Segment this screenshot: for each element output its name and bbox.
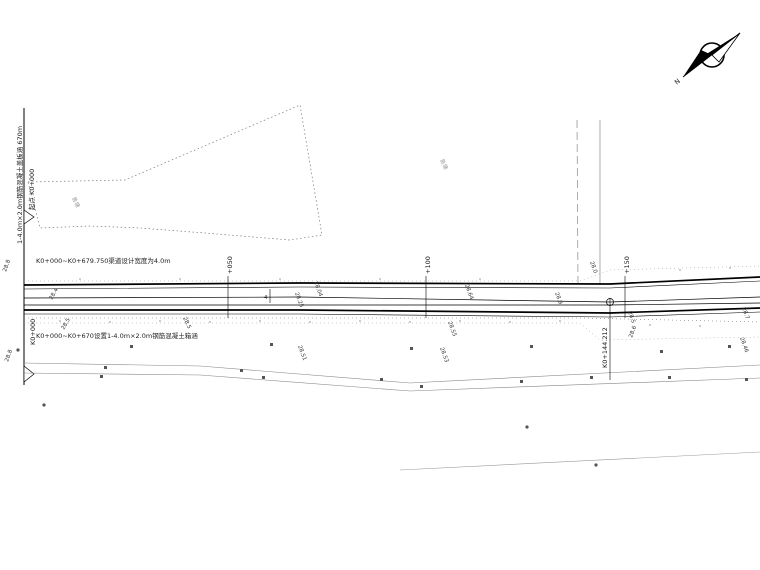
embankment-dots: [59, 267, 731, 327]
elev-10: 28.9: [553, 292, 563, 306]
side-road-left: [576, 119, 579, 286]
compass-icon: N: [673, 32, 741, 86]
north-label: N: [673, 77, 682, 86]
end-station-marker: [606, 298, 614, 380]
elev-15: 28.8: [4, 349, 14, 363]
elev-16: 28.0: [588, 261, 598, 275]
pond-label-1: 鱼塘: [70, 195, 82, 209]
start-point-label: 起点 K0+000: [28, 169, 36, 210]
start-arrow-top: [23, 209, 35, 225]
station-050: +050: [226, 256, 234, 274]
channel-width-mark: 4: [264, 295, 268, 301]
pond-outline: [27, 104, 323, 241]
elev-17: 28.04: [312, 281, 323, 298]
elev-7: 28.55: [446, 321, 457, 338]
elev-14: 28.46: [738, 337, 749, 354]
start-arrow-bottom: [23, 365, 35, 383]
design-note-bottom: K0+000~K0+670设置1-4.0m×2.0m钢筋混凝土箱涵: [36, 331, 198, 340]
elev-4: 28.5: [181, 316, 192, 330]
elev-2: 28.4: [49, 287, 61, 301]
pond-label-2: 鱼塘: [438, 157, 450, 171]
elev-6: 28.51: [296, 345, 307, 362]
elev-8: 28.53: [438, 347, 449, 364]
elev-11: 28.5: [626, 311, 636, 325]
elev-9: 28.64: [463, 284, 474, 301]
survey-points: [16, 343, 748, 467]
k0-label: K0+000: [29, 319, 37, 345]
design-note-top: K0+000~K0+679.750渠道设计宽度为4.0m: [36, 256, 171, 265]
elev-12: 28.6: [628, 325, 638, 339]
elevation-labels: 28.8 28.4 28.5 28.5 28.25 28.51 28.55 28…: [2, 259, 750, 364]
end-station-label: K0+144.212: [601, 327, 609, 368]
station-100: +100: [424, 256, 432, 274]
channel-lines: [23, 265, 760, 471]
elev-13: 28.7: [740, 307, 750, 321]
culvert-label: 1-4.0m×2.0m钢筋混凝土盖板涵 670m: [15, 126, 24, 244]
elev-1: 28.8: [2, 259, 12, 273]
station-ticks: [227, 276, 626, 318]
elev-3: 28.5: [61, 317, 73, 331]
station-150: +150: [623, 256, 631, 274]
elev-5: 28.25: [293, 292, 304, 309]
